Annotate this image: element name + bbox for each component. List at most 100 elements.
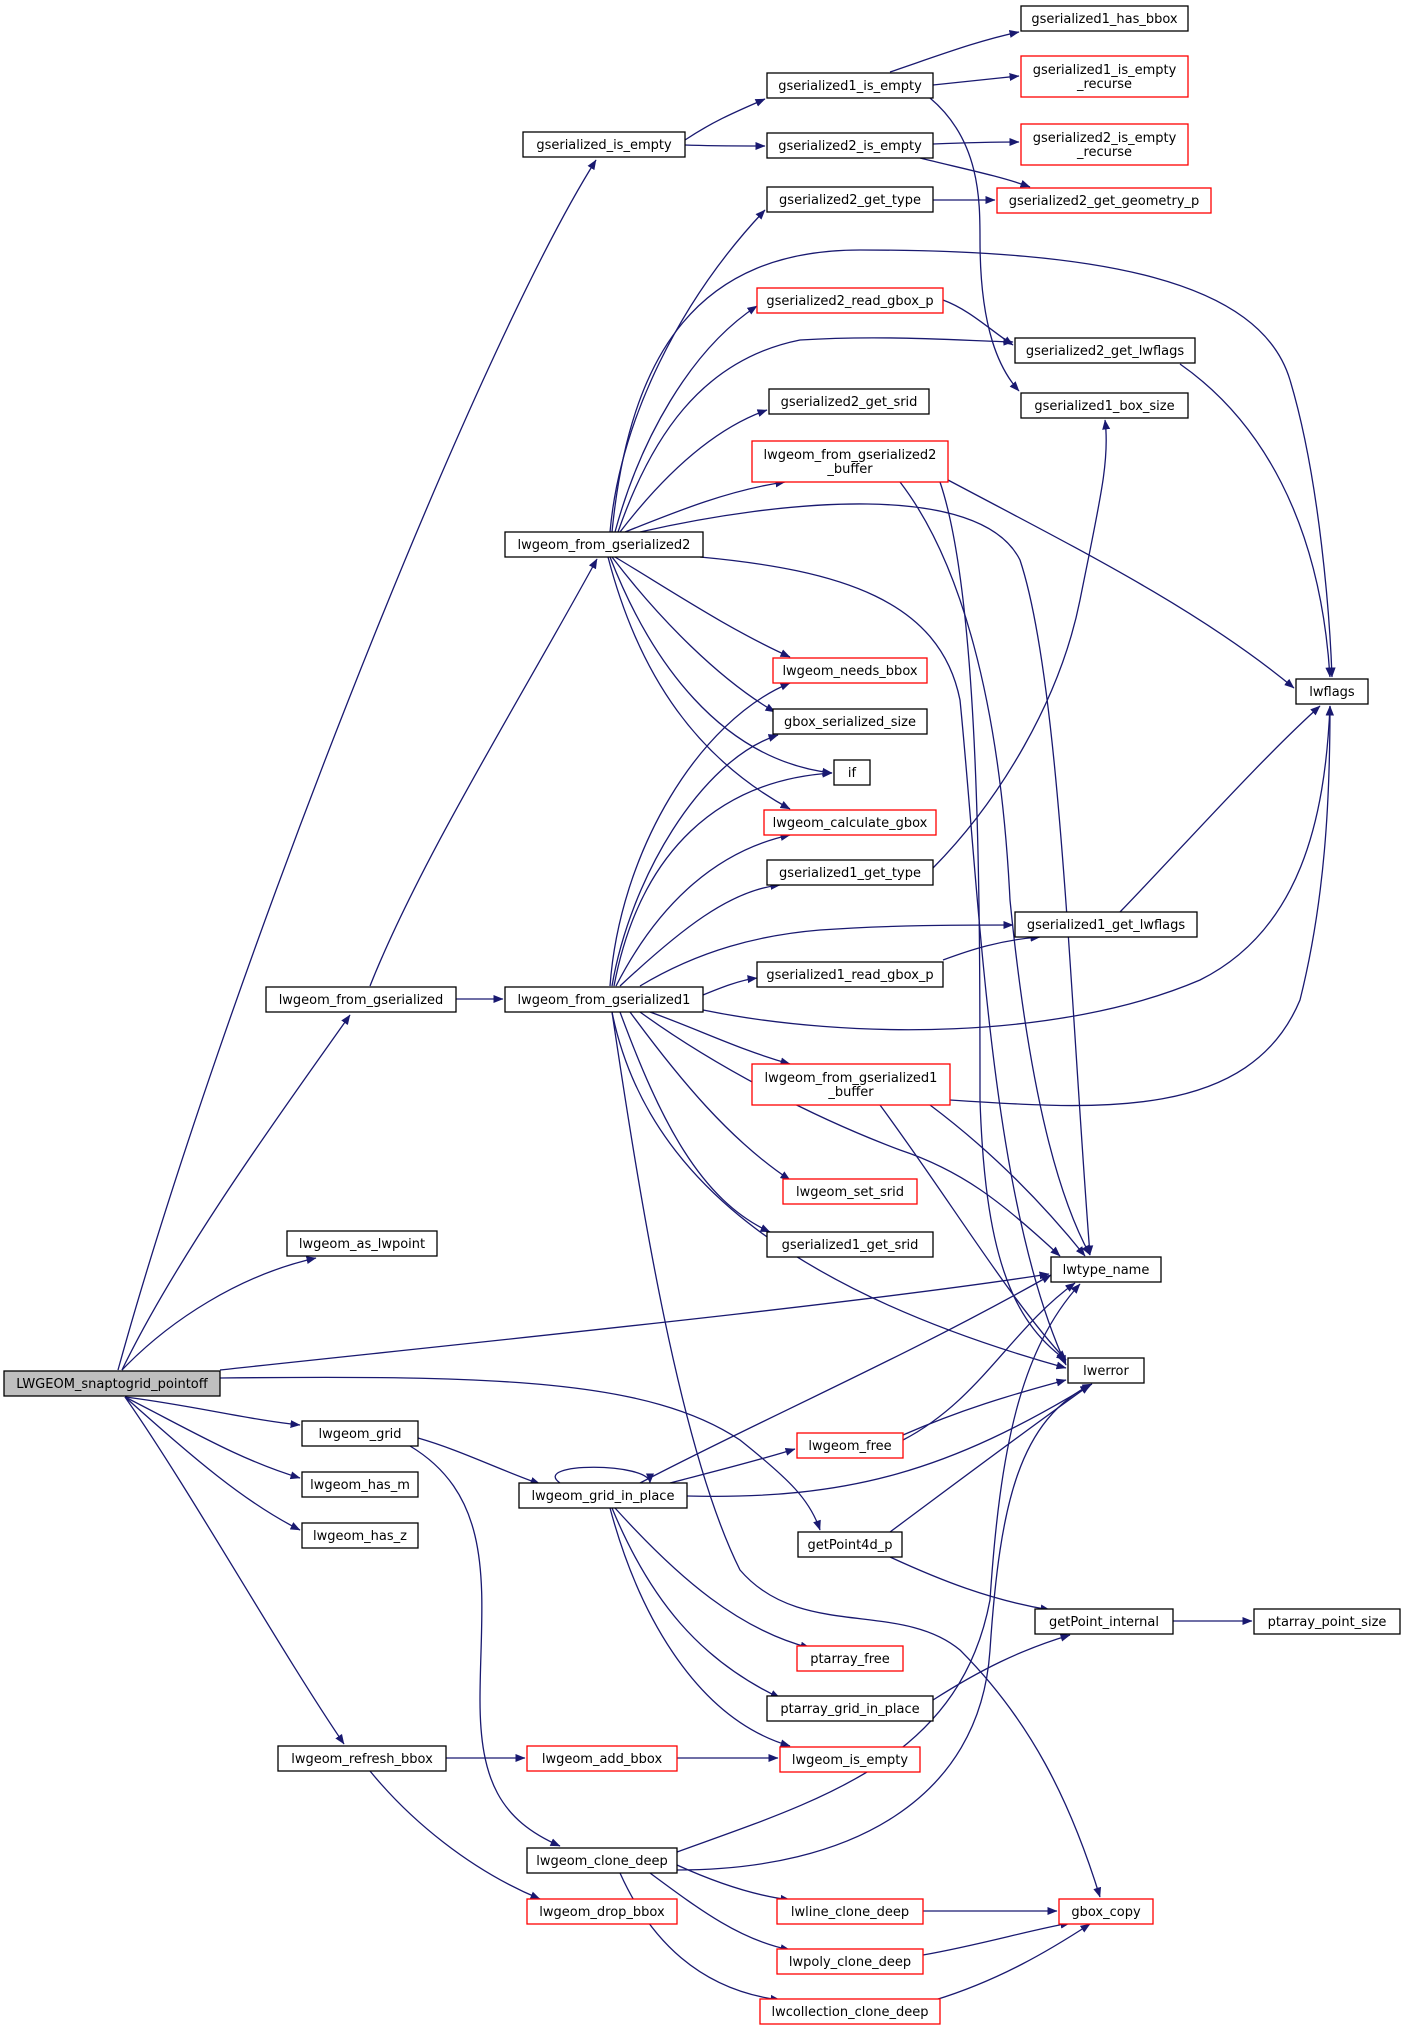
function-node-lw-is-empty[interactable]: lwgeom_is_empty (779, 1746, 921, 1773)
function-node-root[interactable]: LWGEOM_snaptogrid_pointoff (3, 1370, 221, 1397)
function-node-gs-is-empty[interactable]: gserialized_is_empty (522, 131, 686, 158)
function-node-gs1-is-empty-rec[interactable]: gserialized1_is_empty_recurse (1020, 55, 1189, 98)
function-node-lw-has-z[interactable]: lwgeom_has_z (301, 1522, 419, 1549)
node-box (301, 1420, 419, 1447)
function-node-gs1-get-type[interactable]: gserialized1_get_type (766, 859, 934, 886)
function-node-lw-needs-bbox[interactable]: lwgeom_needs_bbox (772, 657, 928, 684)
function-node-gbox-copy[interactable]: gbox_copy (1058, 1898, 1154, 1925)
node-box (1058, 1898, 1154, 1925)
function-node-ptarray-free[interactable]: ptarray_free (796, 1645, 904, 1672)
function-node-lw-free[interactable]: lwgeom_free (796, 1432, 904, 1459)
function-node-lw-drop-bbox[interactable]: lwgeom_drop_bbox (526, 1898, 678, 1925)
function-node-gs2-is-empty[interactable]: gserialized2_is_empty (766, 132, 934, 159)
node-label: lwgeom_needs_bbox (782, 664, 917, 679)
node-label: gbox_copy (1071, 1905, 1141, 1920)
function-node-lw-has-m[interactable]: lwgeom_has_m (301, 1471, 419, 1498)
node-box (1067, 1357, 1145, 1384)
function-node-getpoint-int[interactable]: getPoint_internal (1034, 1608, 1174, 1635)
function-node-if[interactable]: if (833, 759, 871, 786)
node-label: gserialized1_get_srid (782, 1238, 919, 1253)
node-label: gserialized2_read_gbox_p (766, 294, 933, 309)
call-edge-gs1_is_empty-to-gs1_box_size (929, 97, 1020, 392)
node-label: lwgeom_from_gserialized (279, 993, 444, 1008)
function-node-gs2-get-lwflags[interactable]: gserialized2_get_lwflags (1014, 337, 1196, 364)
function-node-lw-from-gs2[interactable]: lwgeom_from_gserialized2 (504, 531, 704, 558)
call-edge-getpoint4d-to-getpoint_int (889, 1556, 1051, 1613)
node-box (518, 1482, 688, 1509)
function-node-gs2-get-type[interactable]: gserialized2_get_type (766, 186, 934, 213)
function-node-lw-calc-gbox[interactable]: lwgeom_calculate_gbox (763, 809, 937, 836)
function-node-gs1-has-bbox[interactable]: gserialized1_has_bbox (1020, 5, 1189, 32)
node-label: if (848, 766, 857, 781)
node-label: gbox_serialized_size (784, 715, 916, 730)
call-edge-lw_grid_in_place-to-ptarray_grid (611, 1507, 781, 1699)
function-node-gs1-is-empty[interactable]: gserialized1_is_empty (766, 72, 934, 99)
function-node-gs2-get-srid[interactable]: gserialized2_get_srid (768, 388, 930, 415)
node-label: LWGEOM_snaptogrid_pointoff (16, 1377, 208, 1392)
call-edge-root-to-lw_has_z (124, 1396, 301, 1531)
function-node-getpoint4d[interactable]: getPoint4d_p (797, 1531, 903, 1558)
function-node-lwflags[interactable]: lwflags (1295, 678, 1369, 705)
node-label: getPoint_internal (1049, 1615, 1159, 1630)
call-edge-lw_grid-to-lw_clone_deep (409, 1445, 561, 1847)
function-node-lw-add-bbox[interactable]: lwgeom_add_bbox (526, 1745, 678, 1772)
function-node-ptarray-point-size[interactable]: ptarray_point_size (1253, 1608, 1401, 1635)
function-node-lwline-clone[interactable]: lwline_clone_deep (776, 1898, 924, 1925)
function-node-lw-grid[interactable]: lwgeom_grid (301, 1420, 419, 1447)
call-edge-gs2_get_lwflags-to-lwflags (1179, 363, 1334, 678)
function-node-gbox-ser-size[interactable]: gbox_serialized_size (772, 708, 928, 735)
call-edge-lw_from_gs2_buf-to-lwtype_name (899, 481, 1091, 1256)
function-node-lw-from-gs[interactable]: lwgeom_from_gserialized (265, 986, 457, 1013)
function-node-gs1-get-lwflags[interactable]: gserialized1_get_lwflags (1014, 911, 1198, 938)
node-box (1253, 1608, 1401, 1635)
node-label: gserialized2_get_geometry_p (1009, 194, 1200, 209)
node-box (265, 986, 457, 1013)
function-node-gs2-get-geom-p[interactable]: gserialized2_get_geometry_p (996, 187, 1212, 214)
function-node-lw-from-gs2-buf[interactable]: lwgeom_from_gserialized2_buffer (751, 440, 949, 483)
node-label: lwpoly_clone_deep (789, 1955, 911, 1970)
function-node-gs1-read-gbox[interactable]: gserialized1_read_gbox_p (756, 961, 944, 988)
node-box (1034, 1608, 1174, 1635)
call-edge-root-to-lw_from_gs (121, 1014, 351, 1371)
call-edge-lw_from_gs1-to-gbox_ser_size (611, 734, 779, 987)
node-box (766, 132, 934, 159)
function-node-lw-grid-in-place[interactable]: lwgeom_grid_in_place (518, 1482, 688, 1509)
function-node-lw-from-gs1[interactable]: lwgeom_from_gserialized1 (504, 986, 704, 1013)
function-node-lw-from-gs1-buf[interactable]: lwgeom_from_gserialized1_buffer (751, 1063, 951, 1106)
call-edge-lw_from_gs1-to-gs1_get_type (619, 881, 781, 987)
call-edge-lw_grid-to-lw_grid_in_place (417, 1437, 541, 1485)
call-edge-lw_from_gs1-to-lwtype_name (639, 1011, 1061, 1257)
node-box (763, 809, 937, 836)
function-node-lwpoly-clone[interactable]: lwpoly_clone_deep (776, 1948, 924, 1975)
function-node-lw-refresh-bbox[interactable]: lwgeom_refresh_bbox (277, 1745, 447, 1772)
node-label: lwflags (1309, 685, 1355, 700)
call-edge-lw_from_gs2-to-gs2_get_srid (619, 409, 768, 533)
node-label: lwline_clone_deep (791, 1905, 909, 1920)
call-edge-gs1_read_gbox-to-gs1_get_lwflags (942, 933, 1041, 961)
call-edge-gs2_is_empty-to-gs2_get_geom_p (919, 157, 1031, 188)
call-edge-root-to-lw_refresh_bbox (124, 1396, 345, 1745)
call-edge-lw_from_gs1_buf-to-lwerror (879, 1104, 1067, 1361)
function-node-ptarray-grid[interactable]: ptarray_grid_in_place (766, 1695, 934, 1722)
function-node-lwtype-name[interactable]: lwtype_name (1050, 1256, 1162, 1283)
function-node-gs1-box-size[interactable]: gserialized1_box_size (1020, 392, 1189, 419)
function-node-lw-set-srid[interactable]: lwgeom_set_srid (782, 1178, 918, 1205)
node-box (756, 961, 944, 988)
node-box (526, 1847, 678, 1874)
node-box (1020, 392, 1189, 419)
function-node-lw-as-lwpoint[interactable]: lwgeom_as_lwpoint (286, 1230, 438, 1257)
node-label: lwgeom_drop_bbox (539, 1905, 665, 1920)
call-edges (117, 29, 1336, 2003)
node-box (766, 1231, 934, 1258)
function-node-lwerror[interactable]: lwerror (1067, 1357, 1145, 1384)
function-node-gs2-is-empty-rec[interactable]: gserialized2_is_empty_recurse (1020, 123, 1189, 166)
function-node-lw-clone-deep[interactable]: lwgeom_clone_deep (526, 1847, 678, 1874)
node-box (751, 1063, 951, 1106)
call-edge-lw_grid_in_place-to-ptarray_free (614, 1507, 811, 1650)
call-edge-lw_from_gs1_buf-to-lwtype_name (929, 1104, 1086, 1257)
call-edge-gs2_is_empty-to-gs2_is_empty_rec (932, 138, 1020, 147)
function-node-lwcoll-clone[interactable]: lwcollection_clone_deep (759, 1998, 941, 2025)
function-node-gs2-read-gbox[interactable]: gserialized2_read_gbox_p (756, 287, 944, 314)
function-node-gs1-get-srid[interactable]: gserialized1_get_srid (766, 1231, 934, 1258)
call-edge-getpoint4d-to-lwerror (889, 1384, 1091, 1533)
